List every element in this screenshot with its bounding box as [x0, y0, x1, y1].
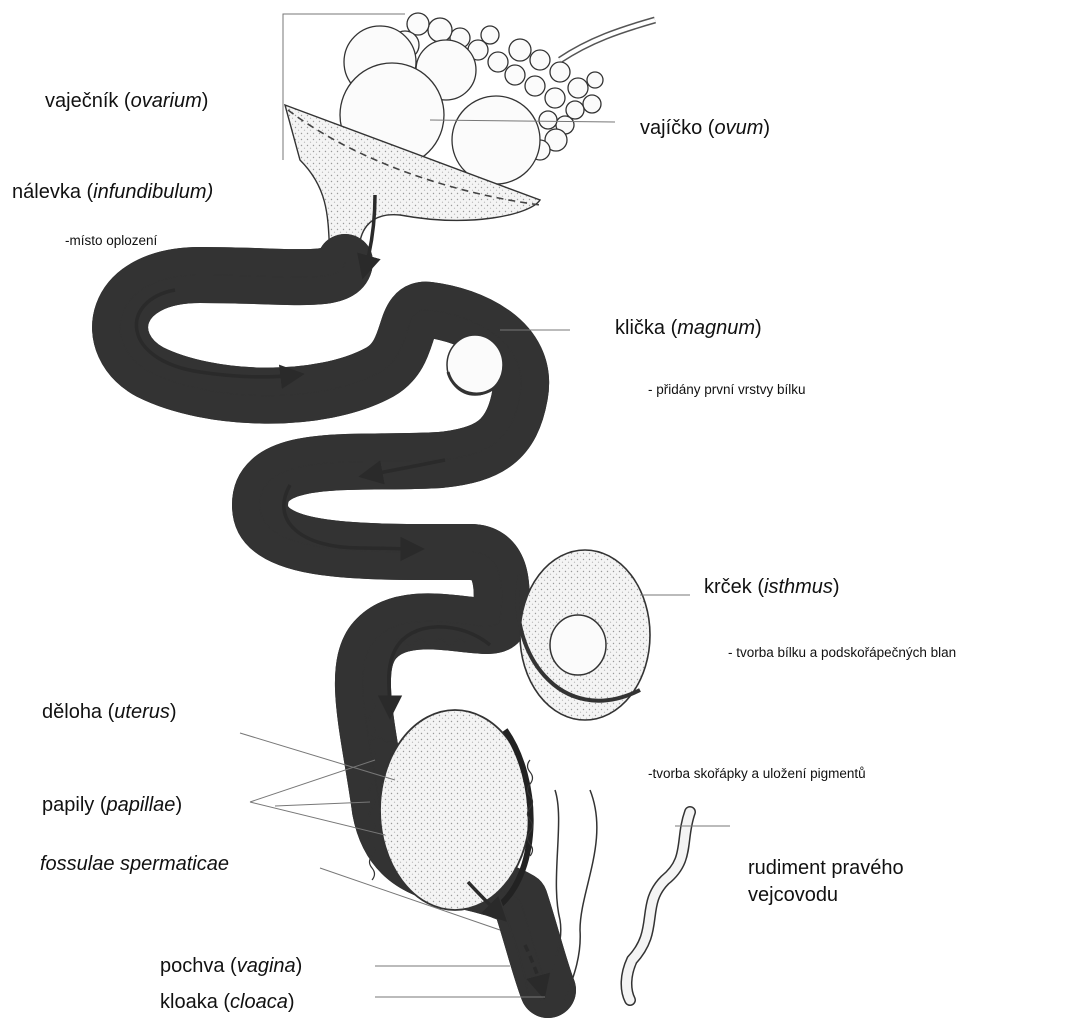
label-ovum: vajíčko (ovum) — [640, 116, 770, 140]
note-infundibulum: -místo oplození — [65, 232, 157, 250]
label-ovarium: vaječník (ovarium) — [45, 89, 208, 113]
note-isthmus: - tvorba bílku a podskořápečných blan — [728, 644, 956, 662]
label-fossulae: fossulae spermaticae — [40, 852, 229, 876]
right-oviduct-rudiment — [626, 812, 690, 1000]
note-uterus: -tvorba skořápky a uložení pigmentů — [648, 765, 866, 783]
label-papillae: papily (papillae) — [42, 793, 182, 817]
label-rudiment: rudiment pravého vejcovodu — [748, 855, 904, 909]
label-vagina: pochva (vagina) — [160, 954, 302, 978]
label-isthmus: krček (isthmus) — [704, 575, 840, 599]
note-magnum: - přidány první vrstvy bílku — [648, 381, 806, 399]
label-infundibulum: nálevka (infundibulum) — [12, 180, 213, 204]
label-uterus: děloha (uterus) — [42, 700, 177, 724]
label-cloaca: kloaka (cloaca) — [160, 990, 295, 1014]
label-magnum: klička (magnum) — [615, 316, 762, 340]
